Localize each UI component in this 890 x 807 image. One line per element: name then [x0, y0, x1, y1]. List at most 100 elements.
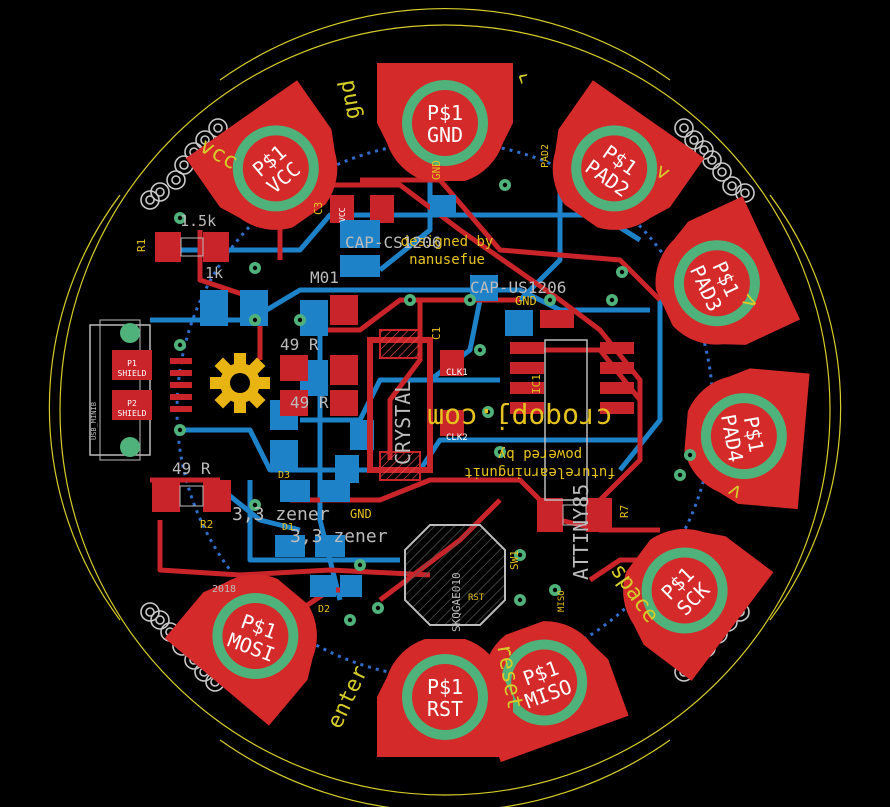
- pad-center: [412, 90, 478, 156]
- pad-center: [651, 557, 718, 624]
- resistor-r2: [152, 480, 231, 512]
- mounting-hole-drill: [699, 145, 709, 155]
- mounting-hole: [694, 140, 714, 160]
- r15-label: 1.5k: [180, 212, 216, 230]
- pad-center: [222, 603, 289, 669]
- attiny-chip: ATTINY85: [510, 339, 634, 580]
- ref-r1: R1: [135, 239, 148, 252]
- shield-label-2b: SHIELD: [118, 409, 147, 418]
- mounting-hole: [150, 182, 170, 202]
- pad-name-label: GND: [427, 123, 463, 147]
- via-hole: [407, 297, 413, 303]
- bottom-resistors: [200, 195, 533, 483]
- pad-center: [412, 664, 478, 730]
- smd-components: [152, 195, 612, 597]
- designed-by-label: designed by: [401, 234, 494, 250]
- via-hole: [477, 347, 483, 353]
- ref-ic: IC1: [530, 374, 543, 394]
- ref-pad2: PAD2: [540, 144, 551, 168]
- via-hole: [357, 562, 363, 568]
- mounting-hole: [166, 170, 186, 190]
- usb-ref: USB_MINIB: [90, 402, 98, 440]
- via-hole: [347, 617, 353, 623]
- gnd-label-b: GND: [350, 507, 372, 521]
- gear-tooth: [234, 353, 246, 367]
- via-hole: [517, 552, 523, 558]
- designer-label: nanusefue: [409, 252, 485, 268]
- pad-center: [511, 649, 578, 716]
- r49a-label: 49 R: [280, 335, 319, 354]
- ref-miso: MISO: [557, 590, 567, 612]
- powered-by-name: futurelearningunit: [464, 464, 616, 480]
- key-pads: P$1GNDP$1PAD2P$1PAD3P$1PAD4P$1SCKP$1MISO…: [164, 63, 810, 763]
- usb-connector: P1 SHIELD P2 SHIELD USB_MINIB: [89, 319, 192, 461]
- gnd-label-c: GND: [430, 160, 443, 180]
- mounting-hole-drill: [145, 195, 155, 205]
- via-hole: [252, 502, 258, 508]
- mounting-hole-drill: [740, 188, 750, 198]
- ref-d3: D3: [278, 470, 290, 481]
- reset-switch: SKQGAE010: [404, 524, 506, 632]
- key-label-gnd: gnd: [334, 78, 366, 121]
- mounting-hole: [674, 118, 694, 138]
- mounting-hole-drill: [155, 615, 165, 625]
- mounting-hole-drill: [213, 123, 223, 133]
- resistor-r15k: [155, 232, 229, 262]
- mounting-hole: [712, 162, 732, 182]
- pad-net-label: P$1: [427, 675, 463, 699]
- mounting-hole-drill: [155, 187, 165, 197]
- ref-rst: RST: [468, 593, 485, 603]
- vcc-small-label: VCC: [338, 207, 347, 222]
- pad-center: [581, 135, 648, 202]
- via-hole: [252, 265, 258, 271]
- mounting-hole: [140, 602, 160, 622]
- powered-by-label: powered by: [498, 446, 582, 462]
- gear-tooth: [234, 399, 246, 413]
- mounting-hole-drill: [179, 160, 189, 170]
- switch-label: SKQGAE010: [450, 572, 463, 632]
- via-hole: [297, 317, 303, 323]
- pad-net-label: P$1: [427, 101, 463, 125]
- cap-cs-label: CAP-CS1206: [345, 233, 441, 252]
- via-hole: [375, 605, 381, 611]
- via-hole: [497, 449, 503, 455]
- r49c-label: 49 R: [172, 459, 211, 478]
- ref-c3: C3: [312, 202, 325, 215]
- via-hole: [485, 409, 491, 415]
- mounting-hole-drill: [679, 123, 689, 133]
- via-hole: [177, 215, 183, 221]
- via-hole: [177, 427, 183, 433]
- m01-label: M01: [310, 268, 339, 287]
- brand-label: croqopj.com: [427, 402, 612, 435]
- pad-center: [710, 403, 777, 470]
- gear-tooth: [247, 357, 266, 376]
- via-hole: [619, 269, 625, 275]
- top-small-parts: [280, 295, 574, 436]
- gear-tooth: [214, 357, 233, 376]
- mounting-hole-drill: [689, 135, 699, 145]
- via-hole: [517, 597, 523, 603]
- silkscreen: designed by nanusefue croqopj.com powere…: [135, 144, 631, 615]
- mounting-hole: [684, 130, 704, 150]
- mounting-hole-drill: [707, 155, 717, 165]
- key-label-enter: enter: [323, 662, 374, 733]
- mounting-hole-drill: [717, 167, 727, 177]
- board-outline: [48, 7, 842, 807]
- via-hole: [687, 452, 693, 458]
- year-label: 2018: [212, 584, 236, 595]
- gear-tooth: [210, 377, 224, 389]
- pad-center: [242, 135, 309, 202]
- gnd-label-a: GND: [515, 294, 537, 308]
- zener-diodes: [275, 480, 362, 597]
- gear-tooth: [256, 377, 270, 389]
- crystal-label: CRYSTAL: [391, 381, 415, 465]
- vias: [174, 179, 696, 626]
- key-label-up: ^: [514, 69, 542, 93]
- shield-label-1b: SHIELD: [118, 369, 147, 378]
- mounting-hole-drill: [145, 607, 155, 617]
